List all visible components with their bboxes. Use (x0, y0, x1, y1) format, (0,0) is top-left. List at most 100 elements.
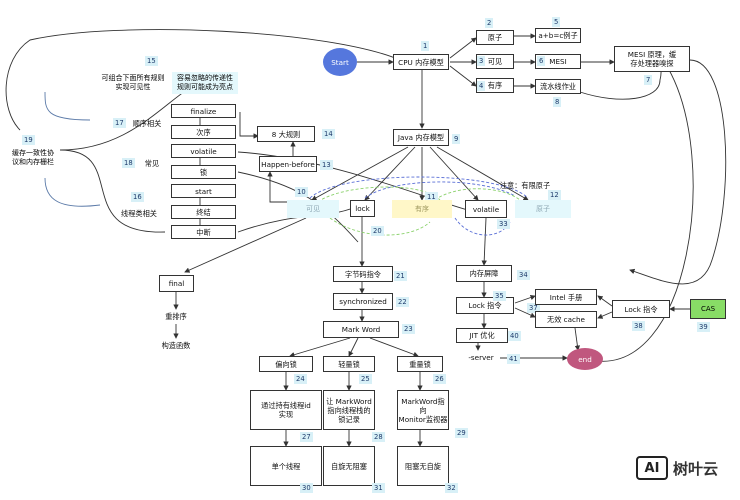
combine-rules-note: 可组合下面所有规则 实现可见性 (96, 72, 170, 94)
invalid-cache-node: 无效 cache (535, 311, 597, 328)
keyword-ordered: 有序 (392, 200, 452, 218)
edge-lock-intel (514, 294, 536, 304)
start-node: Start (323, 48, 357, 76)
edge-long-to-end (589, 67, 694, 364)
eight-rules-node: 8 大规则 (257, 126, 315, 142)
badge-14: 14 (322, 129, 335, 139)
watermark-logo: AI 树叶云 (636, 456, 718, 480)
edge-volatile-barrier (481, 217, 487, 266)
note-limited-atomic: 注意：有限原子 (499, 181, 551, 190)
dash-blue-top (309, 176, 529, 199)
synchronized-node: synchronized (333, 293, 393, 310)
logo-mark: AI (636, 456, 668, 480)
jit-node: JIT 优化 (456, 328, 508, 343)
edge-java-volatile (429, 146, 479, 201)
java-model-node: Java 内存模型 (393, 129, 449, 146)
group-common: 常见 (144, 159, 160, 168)
dash-green-bottom (329, 217, 431, 236)
badge-25: 25 (359, 374, 372, 384)
badge-38: 38 (632, 321, 645, 331)
group-order-related: 顺序相关 (132, 119, 162, 128)
edge-mw-heavy (369, 337, 419, 357)
single-thread-node: 单个线程 (250, 446, 322, 486)
badge-10: 10 (295, 187, 308, 197)
lightweight-desc-node: 让 MarkWord 指向线程栈的 锁记录 (323, 390, 375, 430)
cpu-model-node: CPU 内存模型 (393, 54, 449, 70)
badge-20: 20 (371, 226, 384, 236)
visible-node: 可见 (476, 54, 514, 69)
badge-11: 11 (425, 192, 438, 202)
badge-29: 29 (455, 428, 468, 438)
badge-2: 2 (485, 18, 494, 28)
example-abc-node: a+b=c例子 (535, 28, 581, 43)
keyword-visible: 可见 (287, 200, 339, 218)
badge-5: 5 (552, 17, 561, 27)
badge-6: 6 (537, 56, 546, 66)
end-node: end (567, 348, 603, 370)
cache-protocol-note: 缓存一致性协 议和内存栅栏 (7, 147, 59, 169)
badge-24: 24 (294, 374, 307, 384)
edge-order-rules (239, 112, 259, 139)
reorder-node: 重排序 (165, 312, 187, 321)
edge-cpu-ordered (449, 65, 477, 87)
badge-9: 9 (452, 134, 461, 144)
cas-node: CAS (690, 299, 726, 319)
badge-12: 12 (548, 190, 561, 200)
badge-8: 8 (553, 97, 562, 107)
rule-start: start (171, 184, 236, 198)
markword-node: Mark Word (323, 321, 399, 338)
edge-lock-rule-curve (237, 171, 359, 243)
badge-30: 30 (300, 483, 313, 493)
biased-desc-node: 通过持有线程id 实现 (250, 390, 322, 430)
badge-34: 34 (517, 270, 530, 280)
badge-7: 7 (644, 75, 653, 85)
badge-37: 37 (527, 303, 540, 313)
logo-text: 树叶云 (673, 459, 719, 478)
badge-35: 35 (493, 291, 506, 301)
rule-volatile: volatile (171, 144, 236, 158)
happen-before-node: Happen-before (259, 156, 317, 172)
edge-lock2-invalid (597, 311, 613, 319)
badge-23: 23 (402, 324, 415, 334)
badge-32: 32 (445, 483, 458, 493)
keyword-volatile: volatile (465, 200, 507, 218)
badge-19: 19 (22, 135, 35, 145)
constructor-node: 构造函数 (161, 341, 191, 350)
dash-blue-bottom (454, 217, 511, 236)
edge-loop-top (5, 29, 401, 131)
edge-cpu-atomic (449, 37, 477, 59)
memory-barrier-node: 内存屏障 (456, 265, 512, 282)
mesi-node: MESI (535, 54, 581, 69)
propagation-note: 容易忽略的传递性 规则可能成为亮点 (172, 72, 238, 94)
group-thread-related: 线程类相关 (121, 209, 157, 218)
edge-mw-biased (289, 337, 351, 358)
badge-3: 3 (477, 56, 486, 66)
badge-21: 21 (394, 271, 407, 281)
badge-27: 27 (300, 432, 313, 442)
rule-interrupt: 中断 (171, 225, 236, 239)
lock-instruction-2-node: Lock 指令 (612, 300, 670, 318)
edge-visible-hb (267, 171, 290, 203)
block-no-spin-node: 阻塞无自旋 (397, 446, 449, 486)
badge-28: 28 (372, 432, 385, 442)
badge-33: 33 (497, 219, 510, 229)
heavyweight-desc-node: MarkWord指向 Monitor监视器 (397, 390, 449, 430)
rule-finalize: finalize (171, 104, 236, 118)
biased-lock-node: 偏向锁 (259, 356, 313, 372)
edge-lock2-intel (597, 295, 613, 307)
bytecode-node: 字节码指令 (333, 266, 393, 282)
badge-16: 16 (131, 192, 144, 202)
server-node: -server (468, 353, 494, 362)
badge-4: 4 (477, 81, 486, 91)
pipeline-node: 流水线作业 (535, 79, 581, 94)
heavyweight-lock-node: 重量锁 (397, 356, 443, 372)
badge-13: 13 (320, 160, 333, 170)
badge-26: 26 (433, 374, 446, 384)
badge-40: 40 (508, 331, 521, 341)
dash-blue-mid (364, 181, 516, 199)
intel-manual-node: Intel 手册 (535, 289, 597, 305)
final-node: final (159, 275, 194, 292)
badge-39: 39 (697, 322, 710, 332)
badge-41: 41 (507, 354, 520, 364)
